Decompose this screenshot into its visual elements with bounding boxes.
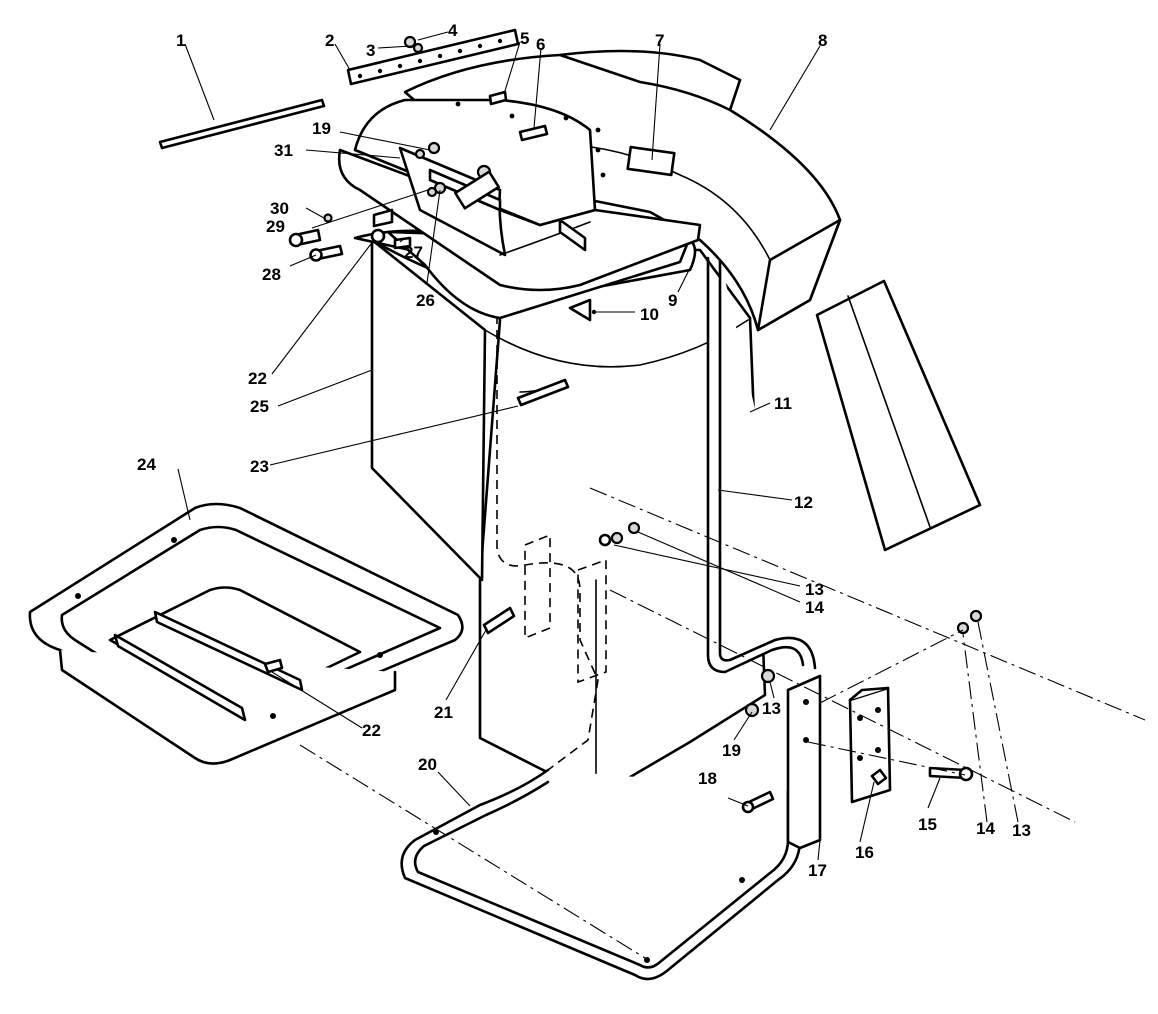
callout-4: 4: [448, 21, 458, 40]
callout-30: 30: [270, 199, 289, 218]
inner-brackets: [482, 521, 641, 684]
callout-20: 20: [418, 755, 437, 774]
callout-13-lower: 13: [1012, 821, 1031, 840]
callout-14-lower: 14: [976, 819, 995, 838]
callout-16: 16: [855, 843, 874, 862]
callout-29: 29: [266, 217, 285, 236]
rod: [158, 98, 326, 150]
callout-14-upper: 14: [805, 598, 824, 617]
callout-26: 26: [416, 291, 435, 310]
callout-10: 10: [640, 305, 659, 324]
callout-2: 2: [325, 31, 334, 50]
callout-12: 12: [794, 493, 813, 512]
callout-19-lower: 19: [722, 741, 741, 760]
callout-23: 23: [250, 457, 269, 476]
callout-7: 7: [655, 31, 664, 50]
clip-strip: [346, 28, 520, 86]
callout-22-lower: 22: [362, 721, 381, 740]
hardware: [288, 35, 549, 262]
callout-17: 17: [808, 861, 827, 880]
bag-frame: [400, 240, 817, 981]
callout-labels: 1 2 3 4 5 6 7 8 9 10 11 12 13 14 13 19 1…: [137, 21, 1031, 880]
callout-3: 3: [366, 41, 375, 60]
callout-11: 11: [774, 394, 792, 413]
deflector-panel: [815, 279, 982, 552]
callout-5: 5: [520, 29, 529, 48]
callout-13-middle: 13: [762, 699, 781, 718]
hinge-assembly: [741, 609, 983, 850]
callout-9: 9: [668, 291, 677, 310]
callout-28: 28: [262, 265, 281, 284]
callout-21: 21: [434, 703, 453, 722]
grass-bag: [370, 238, 767, 799]
callout-19-upper: 19: [312, 119, 331, 138]
callout-15: 15: [918, 815, 937, 834]
callout-25: 25: [250, 397, 269, 416]
bag-tray: [28, 502, 464, 765]
callout-1: 1: [176, 31, 185, 50]
callout-24: 24: [137, 455, 156, 474]
callout-6: 6: [536, 35, 545, 54]
callout-13-upper: 13: [805, 580, 824, 599]
callout-8: 8: [818, 31, 827, 50]
callout-18: 18: [698, 769, 717, 788]
callout-27: 27: [404, 243, 423, 262]
callout-31: 31: [274, 141, 293, 160]
callout-22-upper: 22: [248, 369, 267, 388]
leader-lines: [177, 31, 1146, 959]
latch: [516, 378, 570, 407]
